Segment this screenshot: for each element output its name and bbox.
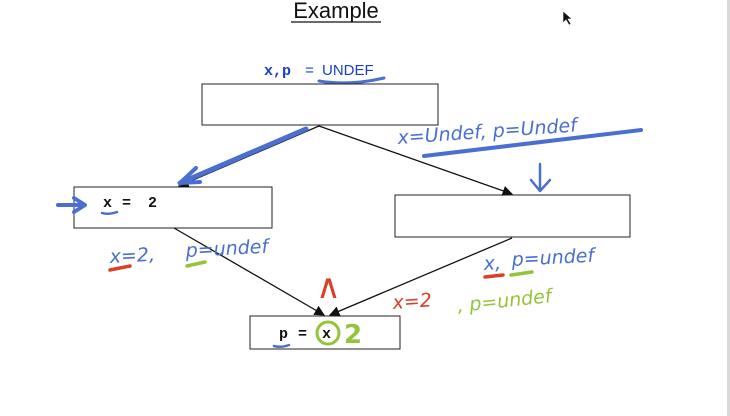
assign-x-lhs: x <box>103 195 112 212</box>
empty-branch-node[interactable] <box>394 194 631 238</box>
mouse-cursor-icon <box>562 10 573 26</box>
p-underline-mark <box>272 343 291 349</box>
left-p-green-mark <box>185 260 207 268</box>
annotation-meet-x: x=2 <box>391 289 433 314</box>
edge-left-to-bottom <box>173 227 325 316</box>
assign-p-lhs: p <box>279 326 288 343</box>
top-right-underline <box>422 128 643 158</box>
annotation-right-x: x, <box>482 252 501 275</box>
down-arrow-mark <box>529 162 552 193</box>
entry-node[interactable] <box>201 83 439 126</box>
edge-right-to-bottom <box>329 237 513 317</box>
entry-eq: = <box>301 62 318 79</box>
highlight-arrowhead <box>178 166 202 185</box>
entry-vars: x,p <box>264 63 291 80</box>
assign-x-eq: = <box>113 195 140 212</box>
highlight-stroke-entry-left <box>177 126 309 186</box>
assign-p-rhs: x <box>322 326 331 343</box>
annotation-left-x: x=2, <box>108 244 155 268</box>
entry-undef: UNDEF <box>322 62 374 79</box>
x-underline-mark <box>100 210 119 216</box>
meet-symbol: ∧ <box>316 267 341 307</box>
right-x-red-mark <box>483 273 505 279</box>
x-circle-mark <box>315 320 341 346</box>
assign-x-rhs: 2 <box>148 195 157 212</box>
assign-p-eq: = <box>289 326 316 343</box>
annotation-left-p: p=undef <box>184 236 272 263</box>
assign-x-node[interactable] <box>73 186 273 229</box>
page-title: Example <box>293 0 379 23</box>
edge-entry-to-right <box>318 125 513 196</box>
entry-pointer-arrow <box>56 196 87 214</box>
result-value: 2 <box>344 320 362 350</box>
undef-underline <box>317 76 386 85</box>
right-p-green-mark <box>509 270 534 277</box>
window-edge <box>727 0 730 416</box>
left-x-red-mark <box>108 264 132 272</box>
annotation-right-p: p=undef <box>510 245 598 272</box>
annotation-meet-p: , p=undef <box>456 285 556 317</box>
